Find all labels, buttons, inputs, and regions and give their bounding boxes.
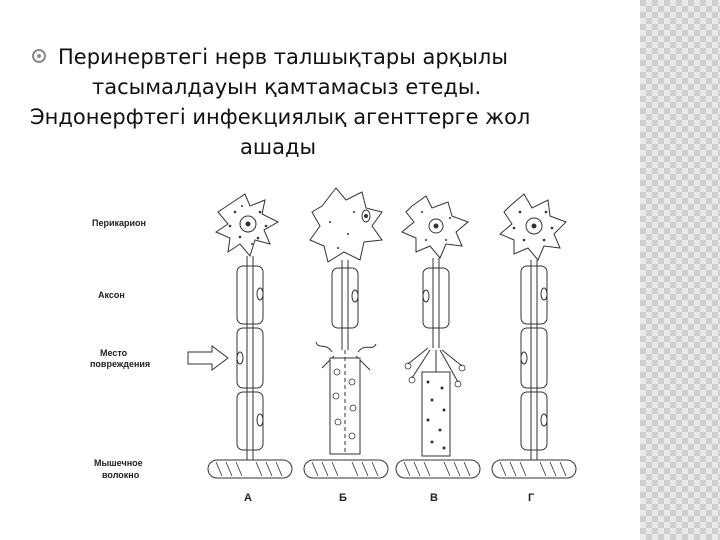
- slide-text: Перинервтегі нерв талшықтары арқылы тасы…: [26, 42, 586, 162]
- text-line-3: Эндонерфтегі инфекциялық агенттерге жол: [30, 105, 531, 129]
- injury-arrow-icon: [187, 345, 229, 371]
- label-perikaryon: Перикарион: [92, 218, 146, 228]
- panel-label-b: Б: [339, 492, 347, 504]
- neuron-d: [491, 193, 577, 479]
- label-injury-site-line2: повреждения: [90, 359, 151, 369]
- nerve-injury-figure: Перикарион Аксон Место повреждения Мышеч…: [90, 182, 590, 512]
- label-axon: Аксон: [98, 290, 125, 300]
- text-line-2: тасымалдауын қамтамасыз етеды.: [92, 75, 482, 99]
- decorative-side-band: [640, 0, 720, 540]
- label-muscle-fiber-line1: Мышечное: [94, 458, 143, 468]
- panel-label-c: В: [430, 492, 438, 504]
- neuron-a: [207, 193, 293, 479]
- panel-label-a: А: [244, 492, 252, 504]
- panel-label-d: Г: [528, 492, 535, 504]
- label-injury-site-line1: Место: [100, 348, 128, 358]
- neuron-diagram-graphic: [187, 187, 577, 479]
- neuron-c: [395, 195, 481, 479]
- bullet-line-1: Перинервтегі нерв талшықтары арқылы: [26, 42, 586, 72]
- neuron-b: [303, 187, 389, 479]
- circle-bullet-icon: [32, 49, 46, 63]
- text-line-4: ашады: [240, 135, 317, 159]
- label-muscle-fiber-line2: волокно: [102, 470, 140, 480]
- text-line-1: Перинервтегі нерв талшықтары арқылы: [58, 45, 508, 69]
